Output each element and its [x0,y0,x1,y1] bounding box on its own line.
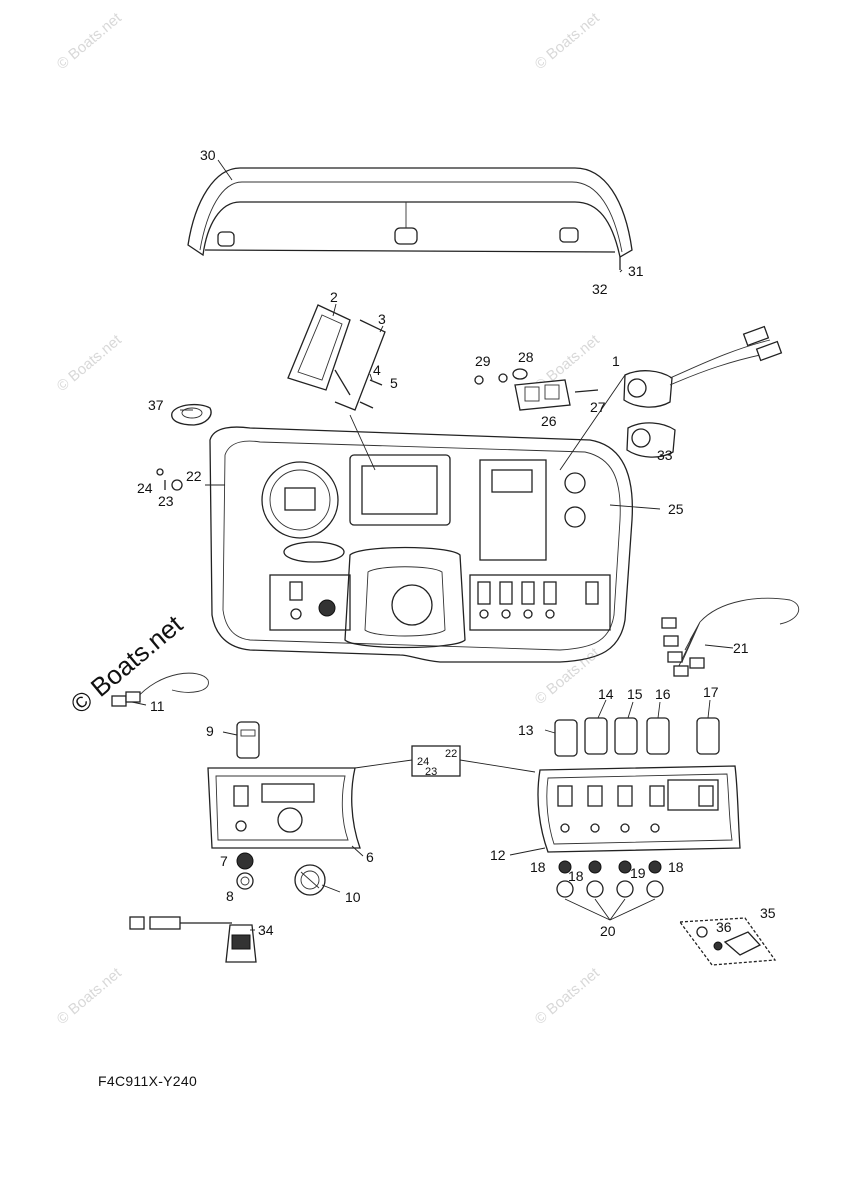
callout-11: 11 [150,698,165,714]
callout-18: 18 [668,859,684,875]
watermarks: © Boats.net © Boats.net © Boats.net © Bo… [54,9,604,1028]
callout-34: 34 [258,922,274,938]
watermark: © Boats.net [54,331,126,395]
callout-2: 2 [330,289,338,305]
part-6-left-panel [207,721,361,896]
callout-35: 35 [760,905,776,921]
callout-18: 18 [568,868,584,884]
callout-24-box: 24 [417,756,429,768]
part-25-dashboard [209,426,634,663]
callout-6: 6 [366,849,374,865]
part-34-plug [129,916,257,963]
callout-32: 32 [592,281,608,297]
watermark: © Boats.net [54,9,126,73]
callout-33: 33 [657,447,673,463]
part-26-switch-panel [474,368,599,411]
callout-37: 37 [148,397,164,413]
callout-5: 5 [390,375,398,391]
callout-30: 30 [200,147,216,163]
callout-12: 12 [490,847,506,863]
part-12-right-panel [537,717,741,921]
callout-20: 20 [600,923,616,939]
callout-4: 4 [373,362,381,378]
leader-lines [131,159,734,931]
callout-24: 24 [137,480,153,496]
callouts: 30 31 32 2 3 4 5 29 28 27 26 1 33 37 22 … [137,147,776,939]
part-35-ignition-switch [678,917,777,966]
callout-13: 13 [518,722,534,738]
callout-8: 8 [226,888,234,904]
callout-22: 22 [186,468,202,484]
callout-19: 19 [630,865,646,881]
watermark-logo: © Boats.net [65,609,189,720]
callout-7: 7 [220,853,228,869]
callout-1: 1 [612,353,620,369]
callout-27: 27 [590,399,606,415]
watermark: © Boats.net [532,9,604,73]
part-30-grab-rail [187,167,633,270]
part-22-24-fasteners [156,468,183,491]
callout-23: 23 [158,493,174,509]
callout-10: 10 [345,889,361,905]
callout-9: 9 [206,723,214,739]
callout-22-box: 22 [445,748,457,760]
callout-17: 17 [703,684,719,700]
callout-36: 36 [716,919,732,935]
fastener-box: 24 22 23 [354,745,536,778]
callout-3: 3 [378,311,386,327]
part-2-display [287,304,386,411]
watermark: © Boats.net [532,964,604,1028]
callout-21: 21 [733,640,749,656]
callout-15: 15 [627,686,643,702]
callout-16: 16 [655,686,671,702]
figure-code: F4C911X-Y240 [98,1073,198,1089]
callout-29: 29 [475,353,491,369]
callout-28: 28 [518,349,534,365]
part-37-key-fob [171,403,212,426]
callout-25: 25 [668,501,684,517]
watermark: © Boats.net [54,964,126,1028]
callout-23-box: 23 [425,766,437,778]
callout-14: 14 [598,686,614,702]
watermark: © Boats.net [532,644,604,708]
callout-18: 18 [530,859,546,875]
part-1-power-outlet [623,325,783,458]
callout-31: 31 [628,263,644,279]
part-21-harness [661,597,800,677]
callout-26: 26 [541,413,557,429]
